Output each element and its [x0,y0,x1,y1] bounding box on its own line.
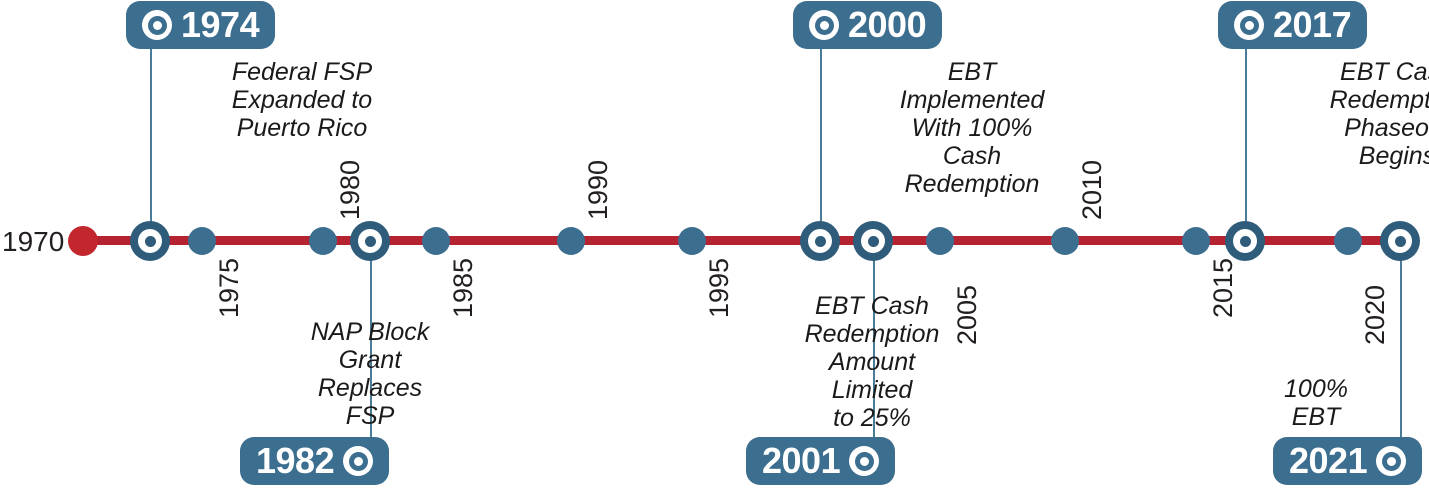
stem-2000 [820,40,822,240]
target-icon [358,229,382,253]
year-badge-label: 1982 [256,440,335,481]
year-badge-1982[interactable]: 1982 [240,437,390,485]
target-icon [1233,229,1257,253]
tick-marker-2005 [926,227,954,255]
year-badge-label: 2017 [1273,4,1352,45]
tick-label-1985: 1985 [448,257,478,318]
year-badge-label: 2001 [762,440,841,481]
target-icon [1376,446,1407,476]
timeline-axis-line [83,236,1401,245]
event-description-2021: 100% EBT [1284,375,1348,431]
tick-marker-1995 [678,227,706,255]
year-badge-1974[interactable]: 1974 [126,1,276,49]
tick-label-2015: 2015 [1208,257,1238,318]
year-badge-2001[interactable]: 2001 [746,437,896,485]
target-icon [1234,10,1264,40]
year-badge-label: 2021 [1289,440,1368,481]
target-icon [809,10,839,40]
stem-1974 [150,40,152,240]
tick-marker-2020 [1334,227,1362,255]
event-marker-2001[interactable] [853,221,893,261]
event-description-2000: EBT Implemented With 100% Cash Redemptio… [899,58,1045,198]
tick-label-1990: 1990 [583,159,613,220]
tick-label-2020: 2020 [1360,284,1390,345]
stem-2017 [1245,40,1247,240]
event-marker-2000[interactable] [800,221,840,261]
axis-start-dot [68,226,98,256]
event-description-1982: NAP Block Grant Replaces FSP [310,318,430,430]
event-marker-1974[interactable] [130,221,170,261]
year-badge-2000[interactable]: 2000 [793,1,943,49]
event-marker-1982[interactable] [350,221,390,261]
tick-marker-1980 [309,227,337,255]
stem-2001 [873,243,875,439]
year-badge-label: 1974 [181,4,260,45]
target-icon [849,446,880,476]
tick-marker-1975 [188,227,216,255]
event-description-1974: Federal FSP Expanded to Puerto Rico [231,58,373,142]
year-badge-2021[interactable]: 2021 [1273,437,1423,485]
stem-2021 [1400,243,1402,439]
target-icon [861,229,885,253]
tick-marker-1985 [422,227,450,255]
event-description-2017: EBT Cash Redemption Phaseout Begins [1329,58,1429,170]
stem-1982 [370,243,372,439]
target-icon [142,10,172,40]
year-badge-label: 2000 [848,4,927,45]
tick-marker-1990 [557,227,585,255]
tick-marker-2010 [1051,227,1079,255]
event-description-2001: EBT Cash Redemption Amount Limited to 25… [804,292,940,432]
axis-start-year-label: 1970 [2,226,65,257]
tick-label-1980: 1980 [335,159,365,220]
target-icon [343,446,374,476]
year-badge-2017[interactable]: 2017 [1218,1,1368,49]
tick-label-1975: 1975 [214,257,244,318]
target-icon [1388,229,1412,253]
target-icon [808,229,832,253]
target-icon [138,229,162,253]
tick-marker-2015 [1182,227,1210,255]
event-marker-2017[interactable] [1225,221,1265,261]
event-marker-2021[interactable] [1380,221,1420,261]
